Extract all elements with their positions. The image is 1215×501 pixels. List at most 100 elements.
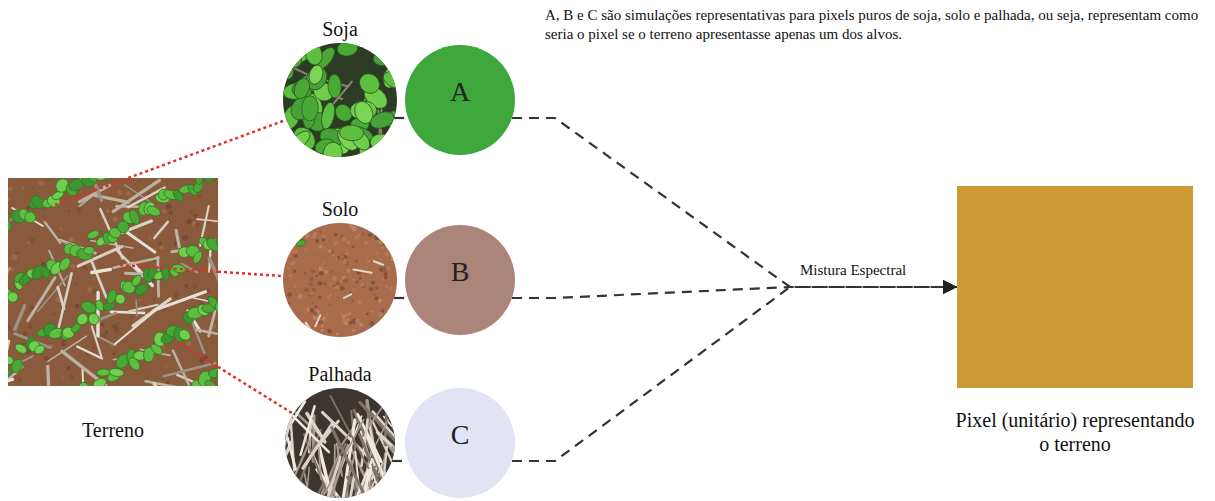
soil-speck — [352, 329, 355, 332]
soil-speck — [316, 275, 318, 277]
soil-speck — [379, 258, 382, 261]
leaf — [301, 95, 319, 121]
soil-speck — [365, 241, 368, 244]
straw — [387, 486, 395, 498]
soil-speck — [23, 331, 28, 336]
soil-speck — [130, 316, 132, 318]
straw — [319, 445, 322, 479]
soil-speck — [324, 282, 326, 284]
soil-speck — [17, 261, 19, 263]
soil-speck — [386, 322, 389, 325]
soil-speck — [393, 251, 395, 253]
soil-speck — [149, 237, 151, 239]
straw — [374, 261, 383, 264]
straw — [58, 287, 64, 308]
soil-speck — [351, 226, 356, 231]
soil-speck — [319, 266, 324, 271]
soil-speck — [343, 278, 348, 283]
soil-speck — [355, 319, 360, 324]
soil-speck — [314, 305, 317, 308]
straw — [354, 410, 380, 471]
straw — [285, 440, 311, 498]
leaf — [83, 246, 94, 255]
leaf — [109, 368, 125, 378]
soil-speck — [375, 296, 379, 300]
leaf — [283, 59, 296, 82]
straw — [305, 467, 309, 498]
soil-speck — [340, 280, 343, 283]
soil-speck — [69, 237, 74, 242]
leaf — [8, 290, 20, 304]
node-label: Palhada — [308, 362, 371, 386]
soil-speck — [310, 293, 312, 295]
soil-speck — [19, 295, 21, 297]
soil-speck — [303, 272, 306, 275]
soil-speck — [308, 223, 312, 227]
soil-speck — [200, 371, 202, 373]
leader-stub — [175, 340, 218, 386]
leaf — [195, 178, 203, 185]
straw — [15, 306, 25, 329]
straw — [332, 428, 371, 498]
dotted-leader — [128, 120, 286, 178]
leaf — [91, 376, 108, 386]
soil-speck — [346, 269, 350, 273]
soil-speck — [290, 248, 293, 251]
soil-speck — [61, 340, 67, 346]
soil-speck — [321, 324, 324, 327]
soil-speck — [370, 329, 373, 332]
soil-speck — [342, 259, 347, 264]
straw — [287, 479, 310, 498]
soil-speck — [329, 294, 331, 296]
soil-speck — [197, 194, 201, 198]
straw — [154, 222, 168, 238]
pixel-square: Pixel (unitário) representando o terreno — [957, 186, 1193, 388]
straw — [344, 294, 351, 297]
leaf — [370, 134, 391, 150]
node-label: Terreno — [82, 418, 144, 442]
photo-illustration — [283, 223, 397, 337]
leaf — [145, 204, 162, 218]
soil-speck — [363, 312, 365, 314]
leaf — [203, 378, 218, 386]
soil-speck — [299, 323, 304, 328]
soil-speck — [359, 277, 362, 280]
soil-speck — [390, 255, 395, 260]
leaf — [303, 43, 325, 67]
soil-speck — [349, 291, 351, 293]
soil-speck — [288, 249, 292, 253]
straw — [28, 278, 55, 321]
straw — [389, 496, 393, 498]
soil-speck — [322, 238, 326, 242]
soil-speck — [126, 191, 131, 196]
soil-speck — [326, 241, 328, 243]
leaf — [113, 292, 127, 306]
soil-speck — [314, 313, 317, 316]
soil-speck — [286, 254, 290, 258]
straw — [358, 467, 370, 498]
soil-speck — [318, 281, 323, 286]
soil-speck — [314, 254, 316, 256]
soil-speck — [292, 322, 295, 325]
soil-speck — [381, 330, 384, 333]
straw — [367, 491, 370, 498]
soil-speck — [59, 227, 62, 230]
color-fill — [405, 45, 515, 155]
leaf — [283, 48, 303, 71]
soil-speck — [359, 322, 364, 327]
soil-speck — [66, 366, 70, 370]
straw — [321, 457, 340, 498]
soil-speck — [305, 234, 309, 238]
dashed-connector — [512, 118, 957, 287]
soil-speck — [374, 235, 379, 240]
soil-speck — [301, 321, 303, 323]
soil-speck — [378, 299, 382, 303]
dotted-leader — [218, 272, 283, 276]
color-circle: C — [405, 388, 515, 498]
soil-speck — [373, 294, 375, 296]
soil-speck — [292, 261, 296, 265]
leaf — [307, 63, 325, 86]
straw — [286, 483, 320, 498]
photo-circle: Soja — [283, 43, 397, 157]
straw — [135, 300, 138, 315]
